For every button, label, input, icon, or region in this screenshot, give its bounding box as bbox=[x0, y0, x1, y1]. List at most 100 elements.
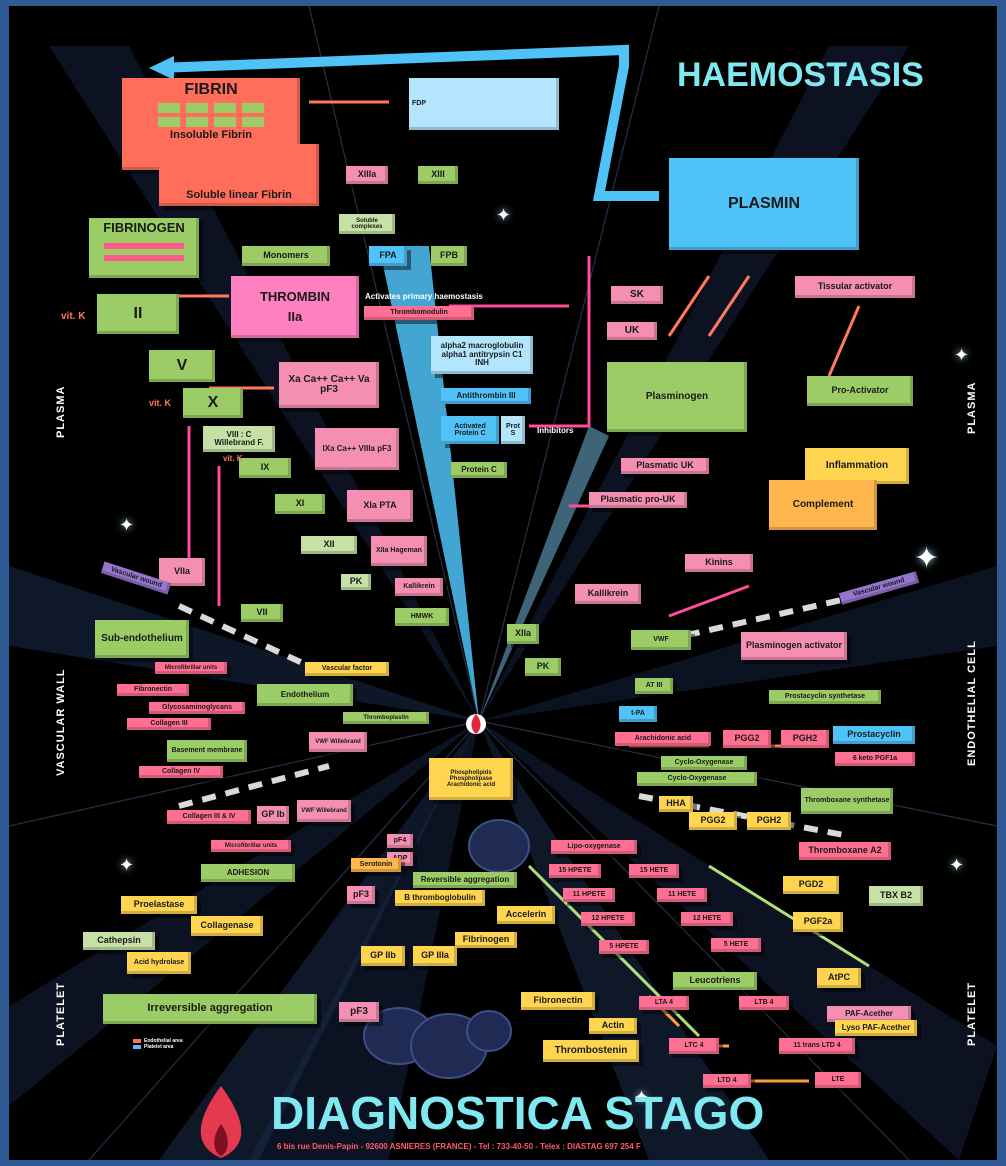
pgh2-b-box: PGH2 bbox=[747, 812, 791, 830]
plasminogen-activator-label: Plasminogen activator bbox=[745, 640, 843, 651]
gp-iiia-box: GP IIIa bbox=[413, 946, 457, 966]
pf3-low-label: pF3 bbox=[350, 1005, 368, 1017]
thromboplastin-label: Thromboplastin bbox=[363, 714, 409, 721]
endothelium-box: Endothelium bbox=[257, 684, 353, 706]
cyclo-oxygenase-label-2: Cyclo-Oxygenase bbox=[667, 775, 727, 783]
gpib-label: GP Ib bbox=[261, 809, 285, 820]
factor-xiia-label: XIIa Hageman bbox=[376, 547, 422, 555]
atpc-label: AtPC bbox=[828, 972, 850, 983]
hpete-5-box: 5 HPETE bbox=[599, 940, 649, 954]
hmwk-label: HMWK bbox=[410, 613, 434, 621]
subendothelium-box: Sub-endothelium bbox=[95, 620, 189, 658]
soluble-fibrin-box: Soluble linear Fibrin bbox=[159, 144, 319, 206]
lyso-paf-box: Lyso PAF-Acether bbox=[835, 1020, 917, 1036]
ltd4-box: LTD 4 bbox=[703, 1074, 751, 1088]
pgg2-label: PGG2 bbox=[734, 733, 760, 744]
hete-11-box: 11 HETE bbox=[657, 888, 707, 902]
collagen-iii-box: Collagen III bbox=[127, 718, 211, 730]
factor-xia-box: XIa PTA bbox=[347, 490, 413, 522]
fdp-label: FDP bbox=[412, 100, 426, 108]
cyclo-oxygenase-box-1: Cyclo-Oxygenase bbox=[661, 756, 747, 770]
pgf2-box: PGF2a bbox=[793, 912, 843, 932]
inhibitors-label: alpha2 macroglobulin alpha1 antitrypsin … bbox=[440, 341, 524, 368]
xiii-box: XIII bbox=[418, 166, 458, 184]
legend-item: Endothelial area bbox=[133, 1038, 183, 1044]
pro-activator-box: Pro-Activator bbox=[807, 376, 913, 406]
endothelium-label: Endothelium bbox=[280, 689, 330, 699]
thrombostenin-box: Thrombostenin bbox=[543, 1040, 639, 1062]
legend-label: Endothelial area bbox=[144, 1038, 183, 1044]
keto-pgf-label: 6 keto PGF1a bbox=[852, 755, 898, 763]
legend-swatch bbox=[133, 1045, 141, 1049]
pk-right-label: PK bbox=[536, 661, 550, 672]
lipoxygenase-box: Lipo-oxygenase bbox=[551, 840, 637, 854]
factor-xi-box: XI bbox=[275, 494, 325, 514]
txb2-label: TBX B2 bbox=[879, 890, 912, 901]
pf3-low-box: pF3 bbox=[339, 1002, 379, 1022]
plasmatic-pro-uk-box: Plasmatic pro-UK bbox=[589, 492, 687, 508]
kallikrein-small-box: Kallikrein bbox=[395, 578, 443, 596]
activated-protein-c-box: Activated Protein C bbox=[441, 416, 499, 444]
uk-box: UK bbox=[607, 322, 657, 340]
side-label-plasma-right: PLASMA bbox=[966, 381, 978, 434]
cathepsin-box: Cathepsin bbox=[83, 932, 155, 950]
xiii-label: XIII bbox=[431, 169, 445, 180]
viii-willebrand-box: VIII : C Willebrand F. bbox=[203, 426, 275, 452]
kallikrein-label: Kallikrein bbox=[587, 588, 629, 599]
vit-k-label: vit. K bbox=[223, 454, 243, 463]
side-label-plasma-left: PLASMA bbox=[55, 385, 67, 438]
plasmin-box: PLASMIN bbox=[669, 158, 859, 250]
ixa-complex-label: IXa Ca++ VIIIa pF3 bbox=[322, 443, 392, 453]
uk-label: UK bbox=[624, 324, 640, 336]
hete-12-box: 12 HETE bbox=[681, 912, 733, 926]
cyclo-oxygenase-label-1: Cyclo-Oxygenase bbox=[674, 759, 734, 767]
microfibrillar-box: Microfibrillar units bbox=[155, 662, 227, 674]
star-icon: ✦ bbox=[496, 205, 512, 225]
accelerin-label: Accelerin bbox=[505, 909, 547, 920]
plasmin-label: PLASMIN bbox=[728, 194, 800, 212]
fpb-label: FPB bbox=[440, 250, 458, 261]
viii-willebrand-label: VIII : C Willebrand F. bbox=[214, 429, 264, 447]
thrombin-box: THROMBIN IIa bbox=[231, 276, 359, 338]
lta4-box: LTA 4 bbox=[639, 996, 689, 1010]
vwf-willebrand-box: VWF Willebrand bbox=[297, 800, 351, 822]
fibronectin-wall-box: Fibronectin bbox=[117, 684, 189, 696]
thromboxane-a2-box: Thromboxane A2 bbox=[799, 842, 891, 860]
poster: ✦ ✦ ✦ ✦ ✦ ✦ ✦ HAEMOSTASIS PLASMA PLASMA … bbox=[9, 6, 997, 1160]
pgh2-b-label: PGH2 bbox=[756, 815, 782, 826]
lyso-paf-label: Lyso PAF-Acether bbox=[841, 1022, 911, 1032]
collagen-iii-label: Collagen III bbox=[150, 720, 188, 728]
cyclo-oxygenase-box-2: Cyclo-Oxygenase bbox=[637, 772, 757, 786]
pgd2-label: PGD2 bbox=[798, 879, 824, 890]
b-thromboglobulin-box: B thromboglobulin bbox=[395, 890, 485, 906]
keto-pgf-box: 6 keto PGF1a bbox=[835, 752, 915, 766]
lipoxygenase-label: Lipo-oxygenase bbox=[567, 843, 621, 851]
collagenase-label: Collagenase bbox=[200, 920, 254, 931]
pf3-mid-label: pF3 bbox=[352, 889, 369, 900]
brand-address: 6 bis rue Denis-Papin - 92600 ASNIERES (… bbox=[277, 1142, 641, 1151]
xiiia-label: XIIIa bbox=[357, 169, 377, 180]
xiia-right-label: XIIa bbox=[514, 628, 531, 639]
leucotriens-label: Leucotriens bbox=[689, 975, 741, 986]
atpc-box: AtPC bbox=[817, 968, 861, 988]
irreversible-aggregation-box: Irreversible aggregation bbox=[103, 994, 317, 1024]
hmwk-box: HMWK bbox=[395, 608, 449, 626]
pgg2-b-label: PGG2 bbox=[700, 815, 726, 826]
hpete-11-label: 11 HPETE bbox=[572, 891, 606, 899]
trans-ltd4-label: 11 trans LTD 4 bbox=[793, 1042, 841, 1050]
basement-membrane-box: Basement membrane bbox=[167, 740, 247, 762]
hete-11-label: 11 HETE bbox=[667, 891, 696, 899]
collagen-iv-label: Collagen IV bbox=[161, 768, 201, 776]
ltb4-label: LTB 4 bbox=[754, 999, 774, 1007]
factor-ii-box: II bbox=[97, 294, 179, 334]
collagenase-box: Collagenase bbox=[191, 916, 263, 936]
adhesion-label: ADHESION bbox=[226, 867, 270, 877]
lta4-label: LTA 4 bbox=[654, 999, 674, 1007]
vascular-factor-label: Vascular factor bbox=[321, 665, 373, 673]
prostacyclin-box: Prostacyclin bbox=[833, 726, 915, 744]
hpete-12-box: 12 HPETE bbox=[581, 912, 635, 926]
phospholipids-box: Phospholipids Phospholipase Arachidonic … bbox=[429, 758, 513, 800]
proelastase-label: Proelastase bbox=[133, 899, 185, 910]
gp-iiia-label: GP IIIa bbox=[421, 950, 449, 961]
ixa-complex-box: IXa Ca++ VIIIa pF3 bbox=[315, 428, 399, 470]
